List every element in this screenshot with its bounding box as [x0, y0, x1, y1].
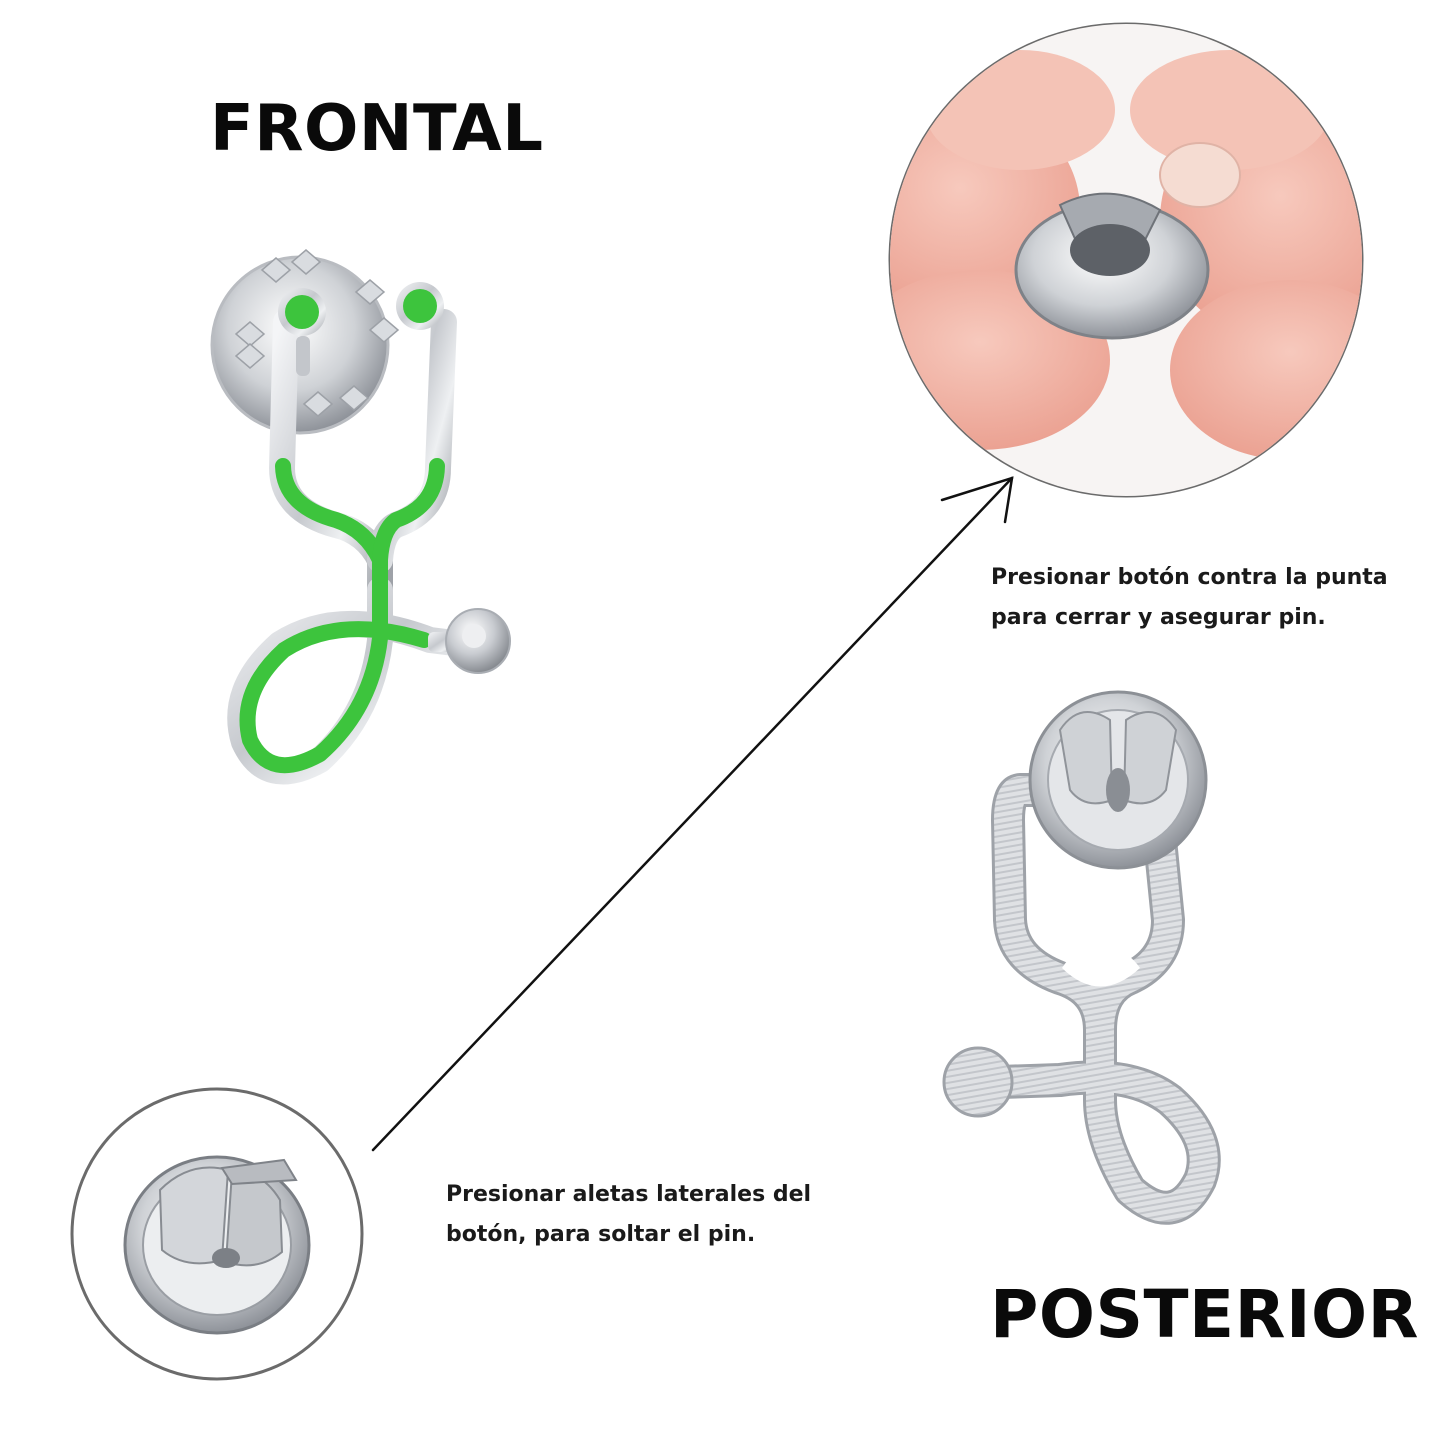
- arrow-icon: [371, 476, 1014, 1152]
- release-instruction-line-2: botón, para soltar el pin.: [446, 1222, 756, 1247]
- stethoscope-pin-icon: [210, 249, 511, 785]
- fingers-pressing-clutch-icon: [888, 22, 1364, 498]
- lock-instruction-caption: Presionar botón contra la punta para cer…: [991, 558, 1421, 638]
- release-instruction-line-1: Presionar aletas laterales del: [446, 1182, 812, 1207]
- release-instruction-caption: Presionar aletas laterales del botón, pa…: [446, 1175, 846, 1255]
- lock-instruction-line-1: Presionar botón contra la punta: [991, 565, 1388, 590]
- lock-instruction-line-2: para cerrar y asegurar pin.: [991, 605, 1326, 630]
- stethoscope-pin-back-icon: [942, 690, 1221, 1225]
- front-heading: FRONTAL: [210, 92, 544, 166]
- back-heading: POSTERIOR: [990, 1276, 1419, 1353]
- butterfly-clutch-icon: [70, 1087, 364, 1381]
